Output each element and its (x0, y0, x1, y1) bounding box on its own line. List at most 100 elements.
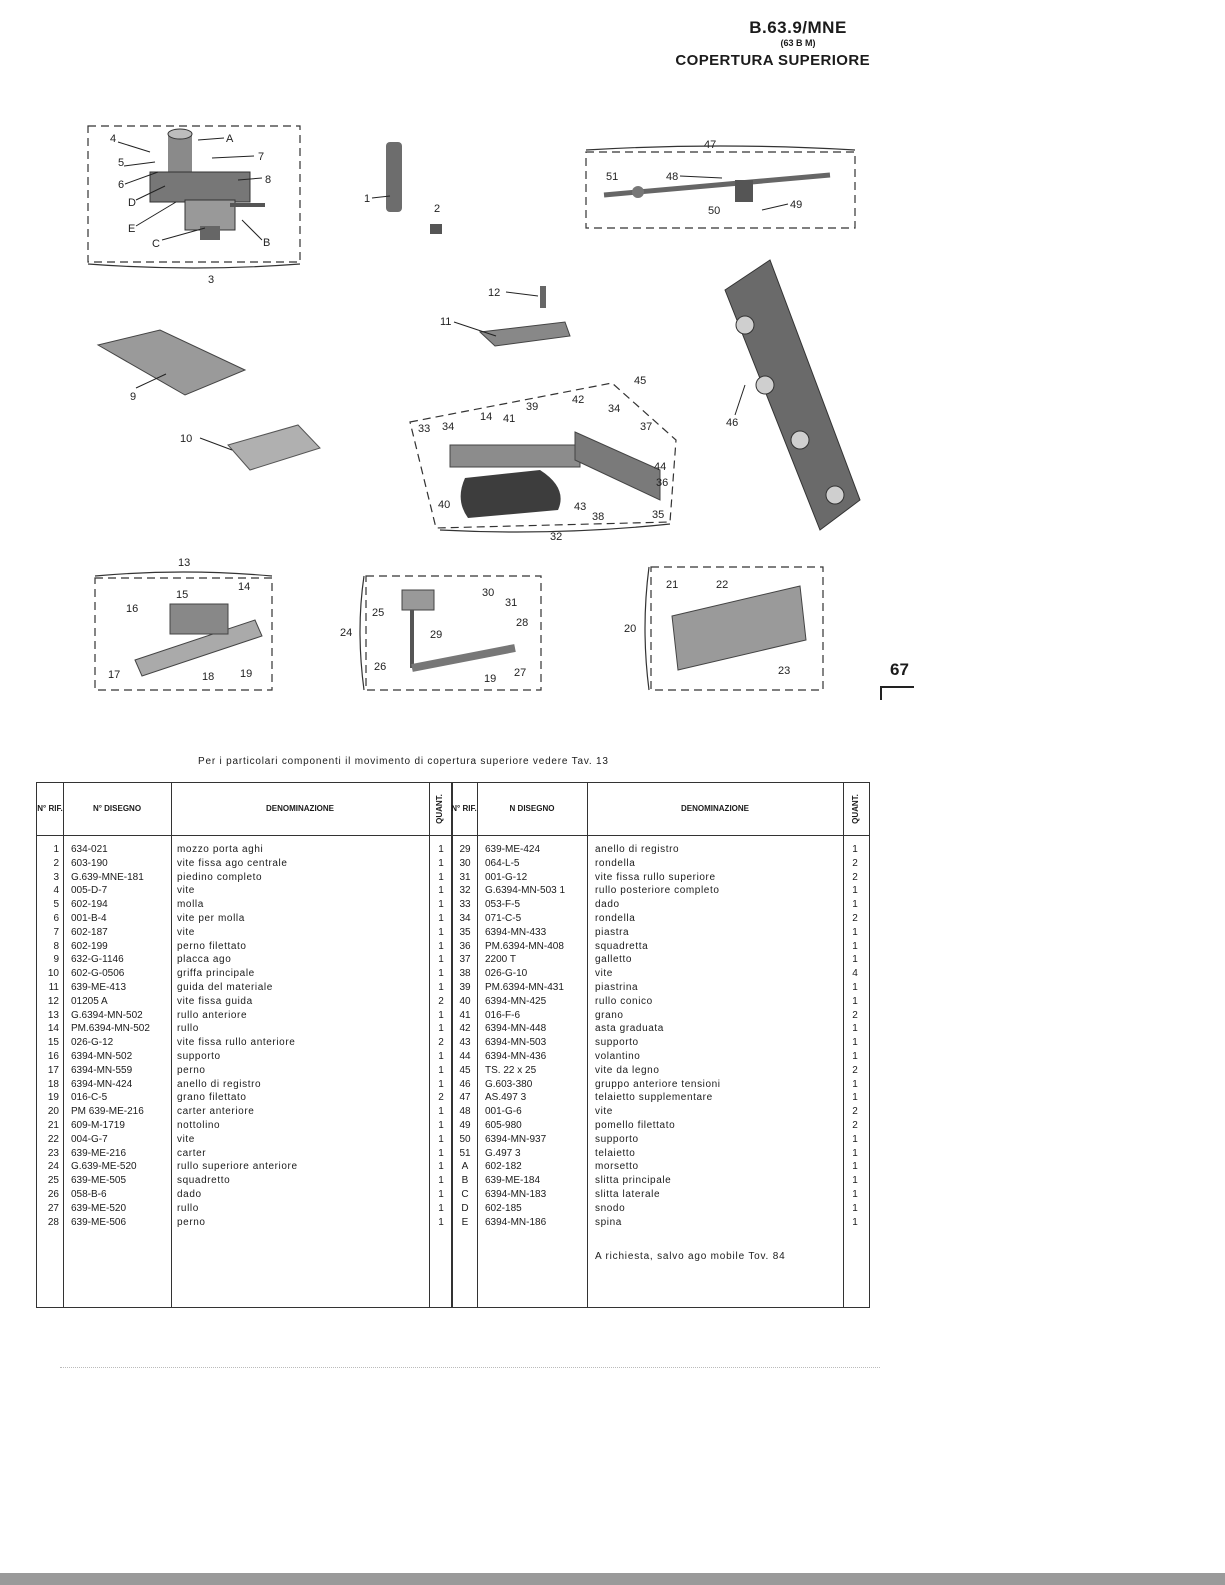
needle-screw-drawing (430, 224, 442, 234)
table-cell: 016-C-5 (71, 1092, 108, 1104)
table-cell: rullo conico (595, 995, 653, 1007)
table-cell: pomello filettato (595, 1120, 676, 1131)
table-cell: 1 (438, 1009, 444, 1021)
table-cell: 01205 A (71, 995, 108, 1007)
header-denominazione-2: DENOMINAZIONE (681, 804, 749, 813)
table-cell: mozzo porta aghi (177, 844, 264, 855)
table-cell: 1 (438, 913, 444, 924)
table-cell: 8 (53, 940, 59, 952)
col-divider (171, 783, 172, 1307)
table-cell: 3 (53, 871, 59, 883)
table-cell: D (461, 1202, 469, 1214)
callout-24: 24 (340, 627, 352, 639)
table-cell: 1 (852, 844, 858, 855)
table-cell: 2 (852, 857, 858, 869)
table-cell: 1 (438, 1133, 444, 1145)
callout-29: 29 (430, 629, 442, 641)
table-cell: 1 (438, 1064, 444, 1076)
table-cell: morsetto (595, 1161, 639, 1173)
table-cell: 2 (852, 1106, 858, 1118)
callout-11: 11 (440, 316, 451, 328)
table-cell: 2200 T (485, 954, 516, 966)
table-cell: PM.6394-MN-431 (485, 982, 564, 993)
table-cell: 28 (47, 1216, 59, 1228)
table-cell: 1 (438, 844, 444, 855)
table-cell: carter anteriore (177, 1106, 255, 1118)
callout-47: 47 (704, 139, 716, 151)
table-cell: asta graduata (595, 1023, 664, 1035)
front-roller-drawing (134, 603, 263, 677)
table-cell: 1 (852, 1051, 858, 1062)
table-cell: 1 (852, 1175, 858, 1187)
callout-49: 49 (790, 199, 802, 211)
table-cell: 2 (852, 1009, 858, 1021)
table-cell: 2 (852, 871, 858, 883)
table-cell: 1 (852, 940, 858, 952)
needle-plate-drawing (96, 329, 247, 396)
table-cell: 6394-MN-937 (485, 1133, 547, 1145)
tension-group-drawing (724, 259, 861, 531)
header-denominazione: DENOMINAZIONE (266, 804, 334, 813)
callout-19b: 19 (484, 673, 496, 685)
table-cell: G.639-ME-520 (71, 1161, 137, 1173)
table-cell: 6394-MN-503 (485, 1037, 547, 1049)
table-cell: 1 (852, 1023, 858, 1035)
table-cell: 36 (459, 940, 471, 952)
table-cell: 1 (438, 899, 444, 911)
table-cell: 24 (47, 1161, 59, 1173)
table-cell: G.6394-MN-503 1 (485, 885, 566, 897)
table-cell: 001-G-12 (485, 871, 528, 883)
scan-bottom-edge (0, 1573, 1225, 1585)
table-cell: 30 (459, 857, 471, 869)
table-cell: 1 (852, 885, 858, 897)
table-cell: 48 (459, 1106, 471, 1118)
callout-38: 38 (592, 511, 604, 523)
table-cell: 43 (459, 1037, 471, 1049)
table-cell: 37 (459, 954, 471, 966)
table-cell: 6394-MN-559 (71, 1064, 133, 1076)
table-cell: molla (177, 899, 204, 911)
callout-17: 17 (108, 669, 120, 681)
header-quant: QUANT. (435, 794, 444, 824)
table-cell: 6394-MN-424 (71, 1078, 133, 1090)
table-cell: 20 (47, 1106, 59, 1118)
table-cell: 1 (438, 982, 444, 993)
callout-8: 8 (265, 174, 271, 186)
table-cell: supporto (595, 1037, 639, 1049)
table-cell: 602-187 (71, 926, 108, 938)
callout-13: 13 (178, 557, 190, 569)
table-cell: 005-D-7 (71, 885, 108, 897)
callout-28: 28 (516, 617, 528, 629)
table-cell: 1 (438, 1161, 444, 1173)
page-corner-mark (880, 686, 914, 700)
table-cell: 1 (438, 871, 444, 883)
exploded-parts-diagram: 4 5 6 D E C A 7 8 B 3 1 2 47 51 48 50 49… (87, 125, 861, 691)
table-cell: 19 (47, 1092, 59, 1104)
drawing-code: B.63.9/MNE (749, 18, 847, 37)
table-cell: 46 (459, 1078, 471, 1090)
table-cell: vite fissa guida (177, 995, 253, 1007)
table-cell: vite (177, 1133, 195, 1145)
reference-note: Per i particolari componenti il moviment… (198, 756, 609, 767)
callout-32: 32 (550, 531, 562, 543)
table-cell: 602-185 (485, 1202, 522, 1214)
table-cell: 1 (852, 899, 858, 911)
table-cell: rullo (177, 1202, 199, 1214)
table-cell: G.497 3 (485, 1147, 521, 1159)
table-cell: 1 (438, 1120, 444, 1131)
table-cell: AS.497 3 (485, 1092, 527, 1104)
feed-dog-drawing (227, 424, 321, 471)
table-cell: 1 (438, 885, 444, 897)
table-cell: A (461, 1161, 469, 1173)
table-cell: 053-F-5 (485, 899, 521, 911)
callout-36: 36 (656, 477, 668, 489)
callout-44: 44 (654, 461, 666, 473)
col-divider (451, 783, 453, 1307)
table-cell: 1 (852, 1189, 858, 1200)
table-cell: 026-G-12 (71, 1037, 114, 1049)
callout-33: 33 (418, 423, 430, 435)
table-cell: 7 (53, 926, 59, 938)
table-cell: vite (595, 968, 613, 980)
callout-1: 1 (364, 193, 370, 205)
table-cell: 11 (48, 982, 59, 993)
